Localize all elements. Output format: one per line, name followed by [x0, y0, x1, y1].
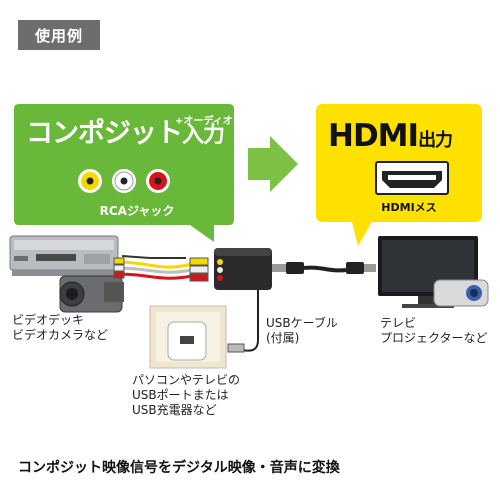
hdmi-port-icon [375, 161, 449, 195]
converter-box-icon [214, 248, 272, 290]
power-line1: パソコンやテレビの [132, 373, 241, 387]
usb-cable-line2: (付属) [266, 331, 300, 345]
rca-jack-icons [78, 169, 170, 193]
usage-example-tag: 使用例 [18, 20, 100, 50]
usb-charger-icon [149, 305, 227, 369]
input-title: コンポジット入力 [26, 118, 225, 149]
vcr-icon [9, 235, 119, 276]
input-title-main: コンポジット [26, 118, 183, 149]
output-title-main: HDMI [328, 118, 419, 154]
hdmi-cable [272, 262, 376, 274]
audio-label: +オーディオ [175, 116, 233, 127]
display-devices-label: テレビ プロジェクターなど [380, 316, 488, 346]
input-title-suffix: 入力 [182, 123, 225, 148]
output-title: HDMI出力 [328, 118, 453, 154]
rca-cables [117, 255, 193, 280]
display-line2: プロジェクターなど [380, 331, 488, 345]
footer-caption: コンポジット映像信号をデジタル映像・音声に変換 [18, 460, 340, 476]
usb-cable [227, 290, 259, 353]
source-label-line2: ビデオカメラなど [12, 328, 109, 342]
usb-cable-label: USBケーブル (付属) [266, 316, 338, 346]
power-source-label: パソコンやテレビの USBポートまたは USB充電器など [132, 373, 240, 418]
rca-jack-label: RCAジャック [99, 204, 175, 218]
rca-plugs [113, 257, 209, 282]
display-line1: テレビ [380, 316, 417, 330]
projector-icon [433, 279, 489, 307]
power-line3: USB充電器など [132, 403, 217, 417]
power-line2: USBポートまたは [132, 388, 229, 402]
output-title-suffix: 出力 [418, 130, 453, 151]
video-camera-icon [59, 275, 124, 313]
conversion-arrow [248, 136, 298, 192]
hdmi-jack-label: HDMIメス [381, 201, 437, 214]
usb-cable-line1: USBケーブル [266, 316, 338, 330]
source-devices-label: ビデオデッキ ビデオカメラなど [12, 313, 108, 343]
source-label-line1: ビデオデッキ [12, 313, 85, 327]
